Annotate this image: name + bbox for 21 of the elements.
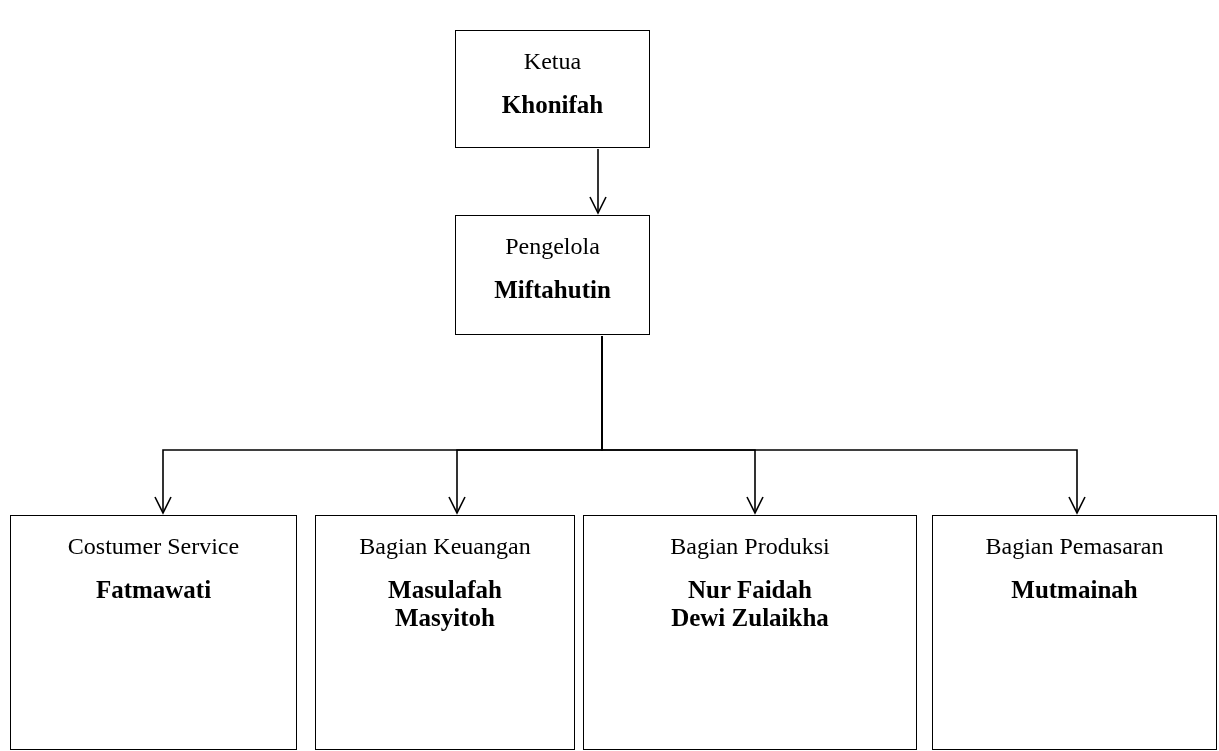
- person-name: Fatmawati: [95, 576, 212, 604]
- role-title: Bagian Pemasaran: [985, 532, 1164, 560]
- role-title: Ketua: [523, 47, 582, 75]
- role-box: [315, 515, 575, 750]
- role-box: [932, 515, 1217, 750]
- person-name: Khonifah: [501, 91, 604, 119]
- role-title: Pengelola: [505, 232, 600, 260]
- arrow: [589, 148, 607, 214]
- person-name: Masulafah: [388, 576, 502, 604]
- person-name: Mutmainah: [1011, 576, 1138, 604]
- role-box: [583, 515, 917, 750]
- role-box: [455, 30, 650, 148]
- role-box: [455, 215, 650, 335]
- person-name: Miftahutin: [494, 276, 611, 304]
- person-name: Masyitoh: [395, 604, 495, 632]
- role-title: Bagian Keuangan: [359, 532, 531, 560]
- role-box: [10, 515, 297, 750]
- person-name: Nur Faidah: [688, 576, 812, 604]
- role-title: Costumer Service: [67, 532, 240, 560]
- person-name: Dewi Zulaikha: [671, 604, 829, 632]
- role-title: Bagian Produksi: [670, 532, 830, 560]
